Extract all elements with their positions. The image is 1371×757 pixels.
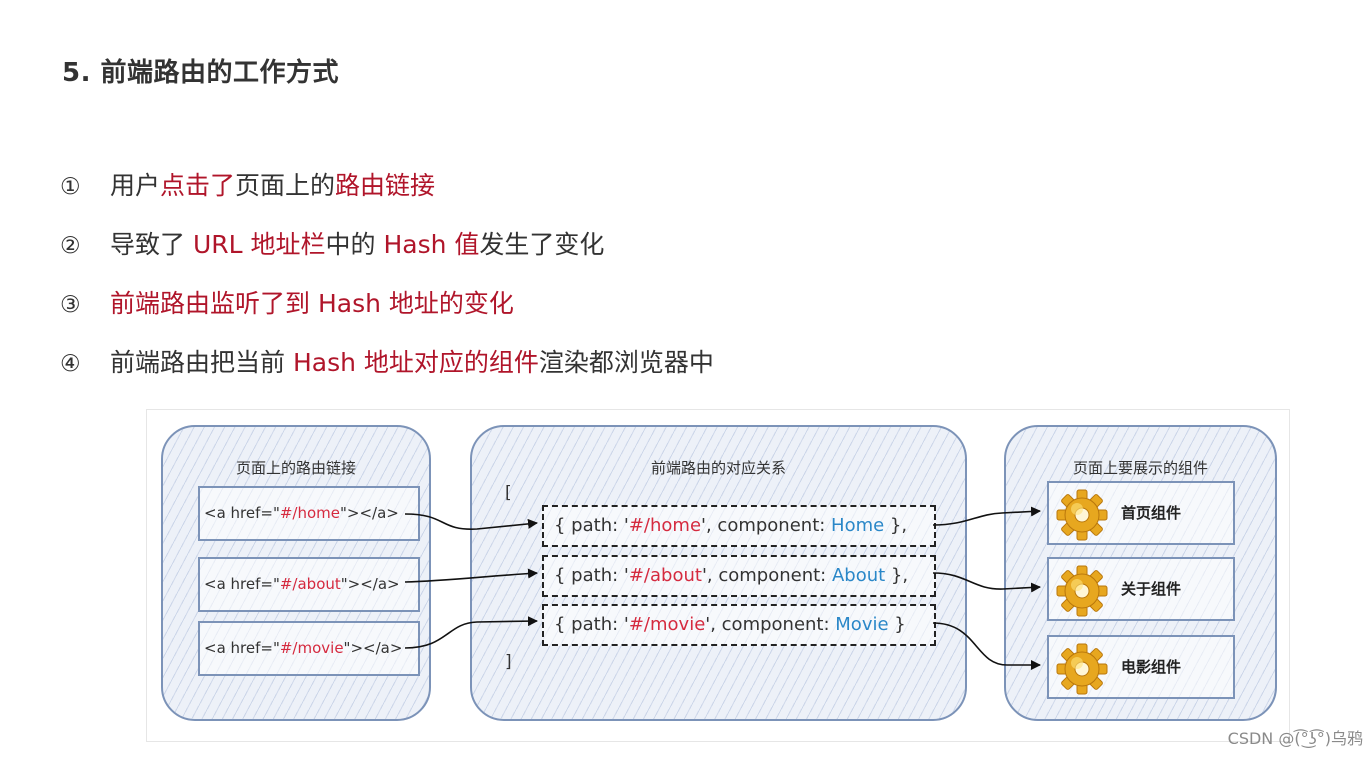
- route-component: Movie: [835, 614, 889, 635]
- link-href: #/about: [279, 575, 341, 593]
- route-code: ', component:: [701, 515, 832, 536]
- step-text-part: 中的: [325, 230, 384, 259]
- step-text-highlight: Hash 地址对应的组件: [292, 348, 539, 377]
- arrow-link-home-to-route: [404, 513, 538, 530]
- step-text-highlight: Hash 值: [383, 230, 480, 259]
- routes-panel-title: 前端路由的对应关系: [650, 459, 786, 477]
- route-code: ', component:: [705, 614, 836, 635]
- component-label: 电影组件: [1121, 658, 1182, 676]
- step-text-highlight: 点击了: [160, 171, 236, 200]
- components-panel-title: 页面上要展示的组件: [1072, 459, 1208, 477]
- page-title: 5. 前端路由的工作方式: [62, 58, 340, 88]
- arrow-link-about-to-route: [404, 568, 538, 583]
- step-text-part: 前端路由把当前: [110, 348, 293, 377]
- route-rule-movie: { path: '#/movie', component: Movie }: [542, 604, 936, 646]
- step-number: ②: [60, 233, 81, 259]
- link-href: #/home: [279, 504, 341, 522]
- close-bracket: ]: [505, 652, 512, 672]
- step-text-part: 渲染都浏览器中: [538, 348, 714, 377]
- route-code: ', component:: [701, 565, 832, 586]
- route-component: About: [831, 565, 886, 586]
- step-item: ③ 前端路由监听了到 Hash 地址的变化: [60, 282, 714, 341]
- routes-panel: 前端路由的对应关系 [ { path: '#/home', component:…: [470, 425, 967, 721]
- component-label: 关于组件: [1121, 580, 1182, 598]
- routing-diagram: 页面上的路由链接 <a href="#/home"></a> <a href="…: [146, 409, 1290, 742]
- route-code: { path: ': [554, 515, 629, 536]
- step-text: 用户点击了页面上的路由链接: [110, 171, 435, 200]
- step-text-part: 用户: [110, 171, 161, 200]
- step-number: ③: [60, 292, 81, 318]
- gear-icon: [1056, 565, 1108, 617]
- link-code: "></a>: [340, 575, 400, 593]
- step-number: ①: [60, 174, 81, 200]
- route-path: #/home: [628, 515, 702, 536]
- route-path: #/movie: [628, 614, 706, 635]
- component-movie: 电影组件: [1047, 635, 1235, 699]
- components-panel: 页面上要展示的组件: [1004, 425, 1277, 721]
- arrow-route-about-to-component: [932, 572, 1041, 593]
- link-code: "></a>: [343, 639, 403, 657]
- route-rule-about: { path: '#/about', component: About },: [542, 555, 936, 597]
- route-code: },: [885, 565, 909, 586]
- links-panel-title: 页面上的路由链接: [235, 459, 356, 477]
- link-href: #/movie: [279, 639, 344, 657]
- step-text-part: 导致了: [110, 230, 193, 259]
- arrow-route-home-to-component: [932, 506, 1041, 526]
- step-text-highlight: 路由链接: [335, 171, 436, 200]
- gear-icon: [1056, 489, 1108, 541]
- route-component: Home: [831, 515, 885, 536]
- link-code: <a href=": [204, 639, 280, 657]
- connector-arrows: [404, 506, 1041, 670]
- step-list: ① 用户点击了页面上的路由链接 ② 导致了 URL 地址栏中的 Hash 值发生了变…: [60, 164, 714, 400]
- link-code: <a href=": [204, 504, 280, 522]
- route-code: }: [888, 614, 906, 635]
- links-panel: 页面上的路由链接 <a href="#/home"></a> <a href="…: [161, 425, 431, 721]
- route-code: { path: ': [554, 565, 629, 586]
- link-code: "></a>: [340, 504, 399, 522]
- route-code: { path: ': [554, 614, 629, 635]
- arrow-route-movie-to-component: [932, 622, 1041, 670]
- component-label: 首页组件: [1121, 504, 1182, 522]
- link-code: <a href=": [204, 575, 280, 593]
- watermark: CSDN @(͡°͜ʖ͡°)乌鸦: [1227, 729, 1363, 748]
- route-path: #/about: [628, 565, 702, 586]
- step-text-highlight: 前端路由监听了到 Hash 地址的变化: [110, 289, 514, 318]
- route-code: },: [884, 515, 908, 536]
- route-link-about[interactable]: <a href="#/about"></a>: [198, 557, 420, 612]
- component-home: 首页组件: [1047, 481, 1235, 545]
- step-item: ② 导致了 URL 地址栏中的 Hash 值发生了变化: [60, 223, 714, 282]
- route-rule-home: { path: '#/home', component: Home },: [542, 505, 936, 547]
- step-item: ① 用户点击了页面上的路由链接: [60, 164, 714, 223]
- step-text-part: 页面上的: [235, 171, 336, 200]
- step-text-part: 发生了变化: [479, 230, 605, 259]
- step-text: 前端路由把当前 Hash 地址对应的组件渲染都浏览器中: [110, 348, 714, 377]
- step-text: 前端路由监听了到 Hash 地址的变化: [110, 289, 514, 318]
- route-link-movie[interactable]: <a href="#/movie"></a>: [198, 621, 420, 676]
- arrow-link-movie-to-route: [404, 616, 538, 649]
- step-number: ④: [60, 351, 81, 377]
- route-link-home[interactable]: <a href="#/home"></a>: [198, 486, 420, 541]
- gear-icon: [1056, 643, 1108, 695]
- step-text: 导致了 URL 地址栏中的 Hash 值发生了变化: [110, 230, 604, 259]
- step-item: ④ 前端路由把当前 Hash 地址对应的组件渲染都浏览器中: [60, 341, 714, 400]
- step-text-highlight: URL 地址栏: [192, 230, 326, 259]
- open-bracket: [: [505, 483, 512, 503]
- component-about: 关于组件: [1047, 557, 1235, 621]
